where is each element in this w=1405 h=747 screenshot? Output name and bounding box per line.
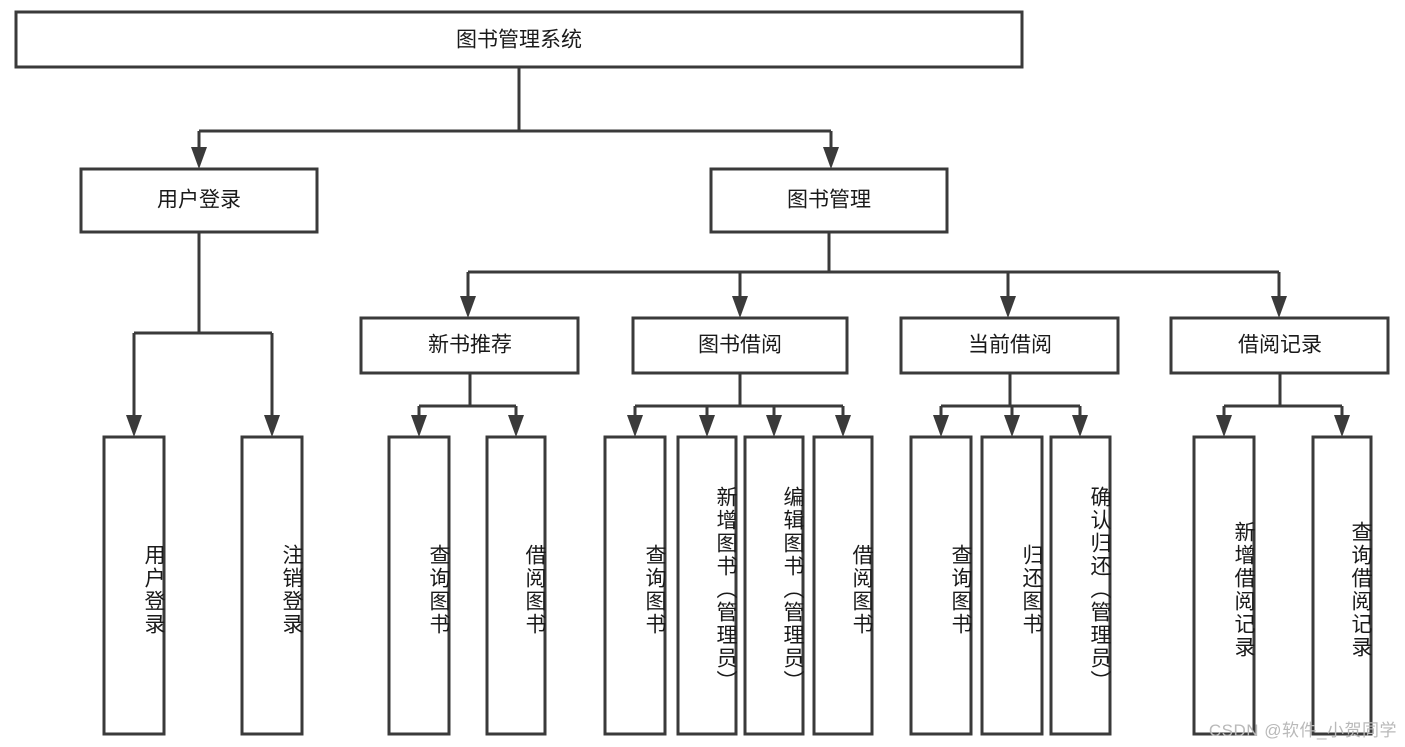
connector-user-login-to-leaves [126,232,280,437]
node-box-leaf-query-book-current[interactable] [909,435,973,736]
node-box-current-borrow[interactable] [899,316,1120,375]
node-box-leaf-confirm-return[interactable] [1049,435,1112,736]
node-label-book-manage: 图书管理 [787,189,871,212]
connector-book-borrow-to-leaves [627,373,851,437]
watermark-text: CSDN @软件_小贺同学 [1208,721,1397,740]
node-box-user-login[interactable] [79,167,319,234]
node-box-leaf-borrow-book[interactable] [812,435,874,736]
node-box-root[interactable] [14,10,1024,69]
node-label-borrow-record: 借阅记录 [1238,334,1322,357]
node-label-user-login: 用户登录 [157,189,241,212]
connector-new-book-rec-to-leaves [411,373,524,437]
node-box-leaf-edit-book[interactable] [743,435,805,736]
connector-borrow-record-to-leaves [1216,373,1350,437]
connector-current-borrow-to-leaves [933,373,1088,437]
node-box-new-book-rec[interactable] [359,316,580,375]
node-box-leaf-query-record[interactable] [1311,435,1373,736]
node-label-new-book-rec: 新书推荐 [428,334,512,357]
node-box-leaf-return-book[interactable] [980,435,1044,736]
node-label-current-borrow: 当前借阅 [968,334,1052,357]
node-box-leaf-user-login[interactable] [102,435,166,736]
node-box-leaf-query-book-rec[interactable] [387,435,451,736]
node-box-leaf-add-book[interactable] [676,435,738,736]
node-box-leaf-add-record[interactable] [1192,435,1256,736]
node-label-root: 图书管理系统 [456,29,582,52]
node-box-leaf-user-logout[interactable] [240,435,304,736]
node-box-leaf-query-book-borrow[interactable] [603,435,667,736]
connector-root-to-level2 [191,67,839,169]
connector-book-manage-to-level3 [460,232,1287,318]
node-box-leaf-borrow-book-rec[interactable] [485,435,547,736]
node-label-book-borrow: 图书借阅 [698,334,782,357]
